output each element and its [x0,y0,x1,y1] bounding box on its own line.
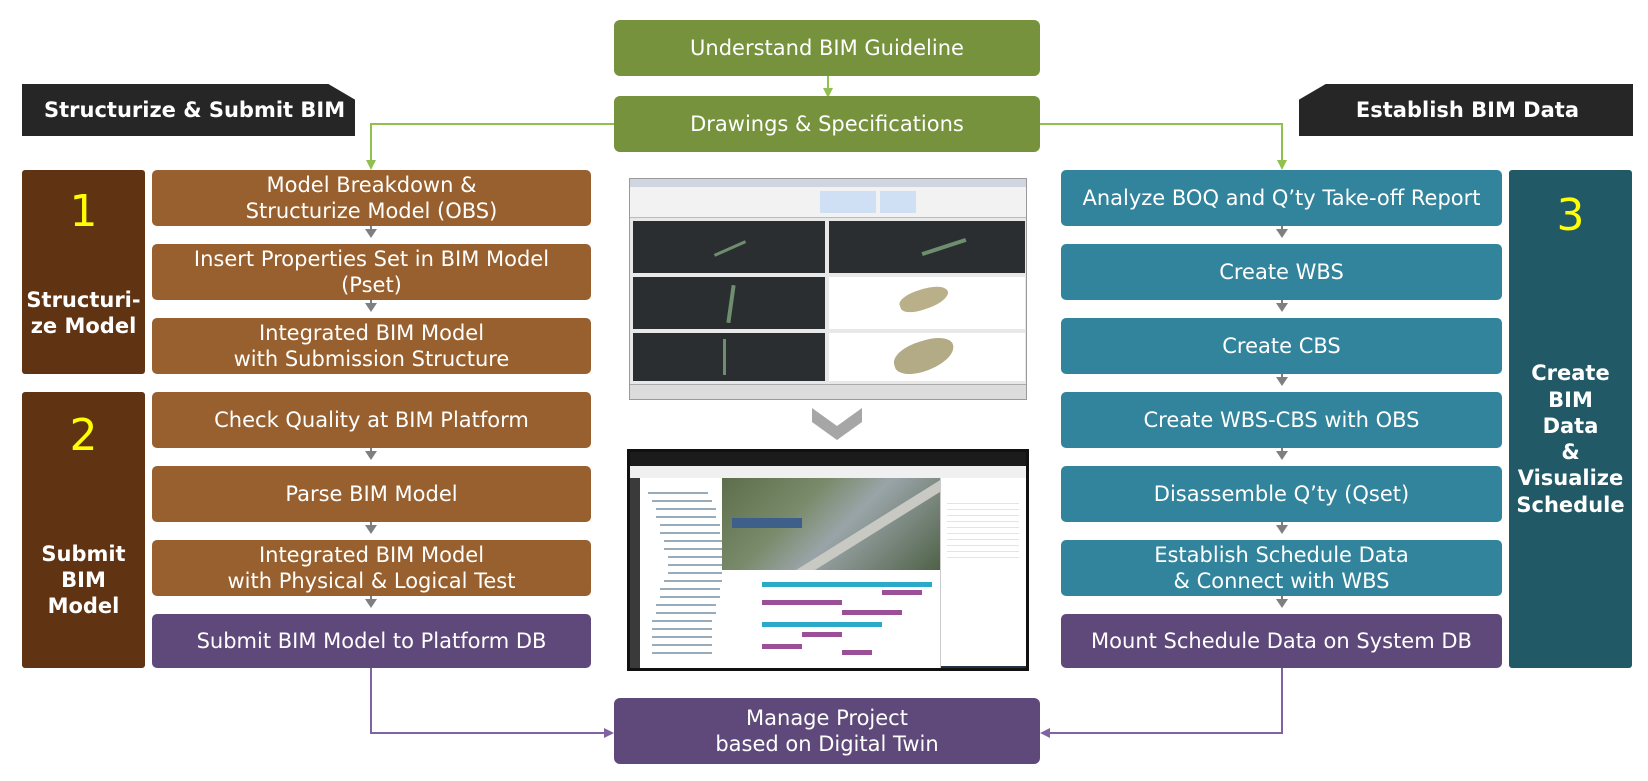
platform-tree-panel [640,478,723,668]
step-label: Parse BIM Model [285,481,458,506]
cad-viewport [633,333,825,381]
left-header-label: Structurize & Submit BIM [44,98,346,122]
cad-ribbon [630,187,1026,218]
step-wbs-cbs-obs: Create WBS-CBS with OBS [1061,392,1502,448]
step-insert-pset: Insert Properties Set in BIM Model (Pset… [152,244,591,300]
right-header-label: Establish BIM Data [1355,98,1579,122]
step-label: Mount Schedule Data on System DB [1091,628,1472,653]
platform-screenshot [627,449,1029,671]
step-disassemble-qty: Disassemble Q’ty (Qset) [1061,466,1502,522]
section-1-number: 1 [69,186,98,237]
step-create-wbs: Create WBS [1061,244,1502,300]
section-3-label: Create BIM Data & Visualize Schedule [1516,361,1625,517]
cad-status-bar [630,384,1026,399]
step-label: Check Quality at BIM Platform [214,407,529,432]
platform-left-rail [630,478,640,668]
section-2-label: Submit BIM Model [41,541,126,619]
cad-viewport [633,221,825,273]
section-2-number: 2 [69,410,98,461]
step-analyze-boq: Analyze BOQ and Q’ty Take-off Report [1061,170,1502,226]
step-create-cbs: Create CBS [1061,318,1502,374]
step-integrated-submission: Integrated BIM Model with Submission Str… [152,318,591,374]
section-1-box: 1 Structuri- ze Model [22,170,145,374]
section-1-label: Structuri- ze Model [26,287,141,338]
step-label: Establish Schedule Data & Connect with W… [1154,542,1409,593]
guideline-label: Understand BIM Guideline [690,35,964,60]
cad-viewport [829,277,1025,329]
step-label: Submit BIM Model to Platform DB [196,628,547,653]
platform-gantt-chart [722,570,940,668]
section-2-box: 2 Submit BIM Model [22,392,145,668]
cad-title-bar [630,179,1026,187]
step-model-breakdown: Model Breakdown & Structurize Model (OBS… [152,170,591,226]
step-label: Create CBS [1222,333,1341,358]
step-mount-schedule: Mount Schedule Data on System DB [1061,614,1502,668]
step-check-quality: Check Quality at BIM Platform [152,392,591,448]
platform-properties-panel [940,478,1026,668]
step-label: Model Breakdown & Structurize Model (OBS… [245,172,498,223]
left-header: Structurize & Submit BIM [22,84,355,136]
manage-project-box: Manage Project based on Digital Twin [614,698,1040,764]
step-integrated-physical: Integrated BIM Model with Physical & Log… [152,540,591,596]
step-label: Integrated BIM Model with Submission Str… [233,320,510,371]
platform-header-bar [630,452,1026,466]
drawings-box: Drawings & Specifications [614,96,1040,152]
step-label: Create WBS [1219,259,1344,284]
step-establish-schedule: Establish Schedule Data & Connect with W… [1061,540,1502,596]
cad-viewport [829,221,1025,273]
step-label: Integrated BIM Model with Physical & Log… [227,542,516,593]
step-label: Insert Properties Set in BIM Model (Pset… [193,246,550,297]
cad-viewport [829,333,1025,381]
step-label: Disassemble Q’ty (Qset) [1153,481,1410,506]
platform-toolbar [630,466,1026,478]
step-label: Create WBS-CBS with OBS [1143,407,1420,432]
right-header: Establish BIM Data [1299,84,1633,136]
section-3-number: 3 [1556,190,1585,241]
guideline-box: Understand BIM Guideline [614,20,1040,76]
cad-viewport [633,277,825,329]
chevron-down-icon [812,408,862,440]
platform-3d-view [722,478,948,604]
section-3-box: 3 Create BIM Data & Visualize Schedule [1509,170,1632,668]
manage-project-label: Manage Project based on Digital Twin [715,705,939,756]
step-submit-platform: Submit BIM Model to Platform DB [152,614,591,668]
step-parse-bim: Parse BIM Model [152,466,591,522]
step-label: Analyze BOQ and Q’ty Take-off Report [1082,185,1481,210]
drawings-label: Drawings & Specifications [690,111,964,136]
cad-software-screenshot [629,178,1027,400]
